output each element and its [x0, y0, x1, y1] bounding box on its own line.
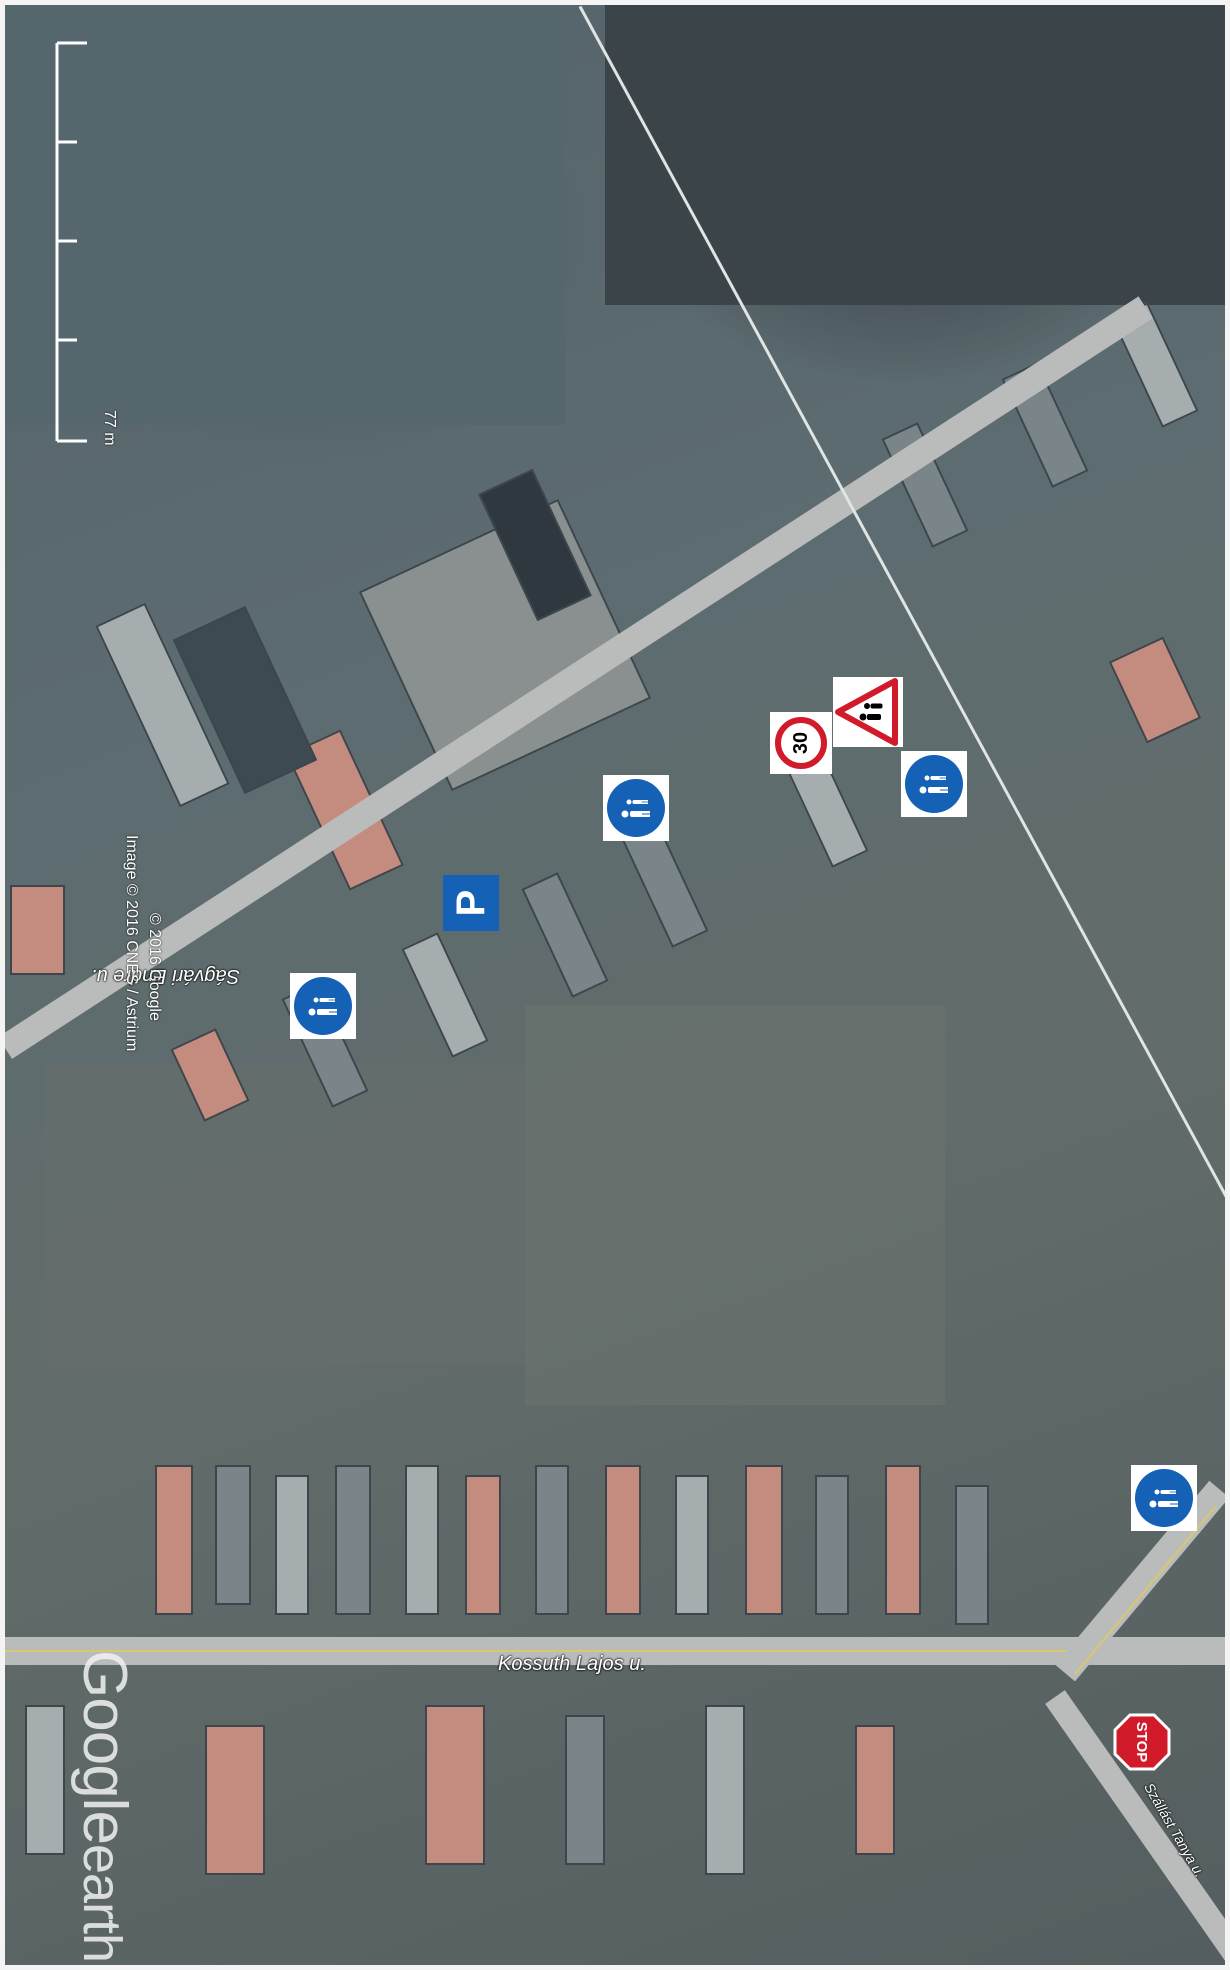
- building: [215, 1465, 251, 1605]
- building: [25, 1705, 65, 1855]
- building: [10, 885, 65, 975]
- pedestrian-icon: [294, 977, 352, 1035]
- google-earth-logo-google: Google: [70, 1650, 139, 1844]
- building: [335, 1465, 371, 1615]
- satellite-map[interactable]: 77 m Ságvári Endre u. Kossuth Lajos u. S…: [5, 5, 1225, 1965]
- building: [955, 1485, 989, 1625]
- street-label-sagvari: Ságvári Endre u.: [91, 965, 240, 987]
- building: [425, 1705, 485, 1865]
- field-patch: [525, 1005, 945, 1405]
- children-crossing-sign[interactable]: [833, 677, 903, 747]
- speed-limit-sign[interactable]: 30: [770, 712, 832, 774]
- building: [155, 1465, 193, 1615]
- google-earth-logo: Googleearth: [69, 1650, 140, 1962]
- building: [401, 932, 489, 1058]
- map-credit-imagery: Image © 2016 CNES / Astrium: [123, 835, 140, 1052]
- building: [205, 1725, 265, 1875]
- building: [815, 1475, 849, 1615]
- field-patch: [605, 5, 1225, 305]
- building: [275, 1475, 309, 1615]
- street-label-kossuth: Kossuth Lajos u.: [498, 1653, 646, 1675]
- building: [745, 1465, 783, 1615]
- building: [465, 1475, 501, 1615]
- building: [855, 1725, 895, 1855]
- scale-bar: [55, 41, 87, 443]
- field-patch: [5, 5, 565, 425]
- building: [605, 1465, 641, 1615]
- scale-label: 77 m: [101, 410, 118, 446]
- pedestrian-zone-sign[interactable]: [603, 775, 669, 841]
- building: [1108, 636, 1202, 744]
- building: [521, 872, 609, 998]
- google-earth-logo-earth: earth: [72, 1843, 132, 1963]
- pedestrian-zone-sign[interactable]: [290, 973, 356, 1039]
- building: [705, 1705, 745, 1875]
- pedestrian-icon: [607, 779, 665, 837]
- road-kossuth-centerline: [5, 1650, 1075, 1652]
- field-patch: [45, 1065, 525, 1365]
- pedestrian-icon: [1135, 1469, 1193, 1527]
- parking-sign[interactable]: P: [443, 875, 499, 931]
- building: [565, 1715, 605, 1865]
- building: [535, 1465, 569, 1615]
- building: [675, 1475, 709, 1615]
- pedestrian-zone-sign[interactable]: [1131, 1465, 1197, 1531]
- pedestrian-icon: [905, 755, 963, 813]
- stop-sign[interactable]: STOP: [1113, 1713, 1171, 1771]
- pedestrian-zone-sign[interactable]: [901, 751, 967, 817]
- children-warning-icon: [835, 678, 898, 746]
- building: [885, 1465, 921, 1615]
- stop-sign-label: STOP: [1133, 1721, 1151, 1763]
- building: [621, 822, 709, 948]
- map-credit-google: © 2016 Google: [146, 913, 163, 1021]
- building: [405, 1465, 439, 1615]
- speed-limit-value: 30: [775, 717, 827, 769]
